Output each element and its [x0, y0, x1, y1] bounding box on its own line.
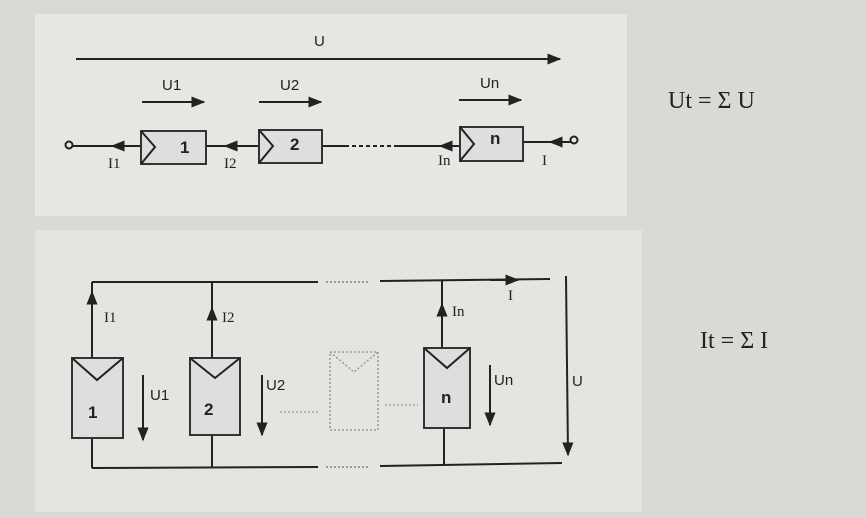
terminal-left	[64, 140, 74, 150]
voltage-label-u1: U1	[150, 387, 169, 404]
parallel-formula: It = Σ I	[700, 328, 768, 354]
total-voltage-label: U	[572, 373, 583, 390]
module-2: 2	[258, 129, 323, 164]
module-2: 2	[189, 357, 241, 436]
series-formula: Ut = Σ U	[668, 88, 755, 114]
parallel-panel	[35, 230, 642, 512]
voltage-label-u1: U1	[162, 77, 181, 94]
module-n: n	[423, 347, 471, 429]
module-label: 1	[88, 403, 97, 422]
voltage-label-un: Un	[480, 75, 499, 92]
total-voltage-label: U	[314, 33, 325, 50]
terminal-right	[569, 135, 579, 145]
current-label-i2: I2	[222, 310, 235, 326]
current-label-in: In	[438, 153, 451, 169]
ghost-module	[329, 351, 379, 431]
module-label: n	[441, 388, 451, 407]
module-label: 1	[180, 138, 189, 157]
module-label: 2	[290, 135, 299, 154]
voltage-label-un: Un	[494, 372, 513, 389]
current-label-in: In	[452, 304, 465, 320]
total-voltage-arrow	[562, 275, 574, 457]
total-current-label: I	[508, 288, 513, 304]
voltage-label-u2: U2	[280, 77, 299, 94]
voltage-label-u2: U2	[266, 377, 285, 394]
module-label: 2	[204, 400, 213, 419]
current-label-i1: I1	[104, 310, 117, 326]
current-label-i1: I1	[108, 156, 121, 172]
series-circuit: U U1 U2 Un 1 2 n	[64, 33, 579, 172]
series-panel	[35, 14, 627, 216]
module-n: n	[459, 126, 524, 162]
parallel-circuit: U I I1 1 U1 I2 2 U2	[71, 274, 583, 469]
module-1: 1	[71, 357, 124, 439]
module-1: 1	[140, 130, 207, 165]
current-label-i: I	[542, 153, 547, 169]
module-label: n	[490, 129, 500, 148]
current-label-i2: I2	[224, 156, 237, 172]
